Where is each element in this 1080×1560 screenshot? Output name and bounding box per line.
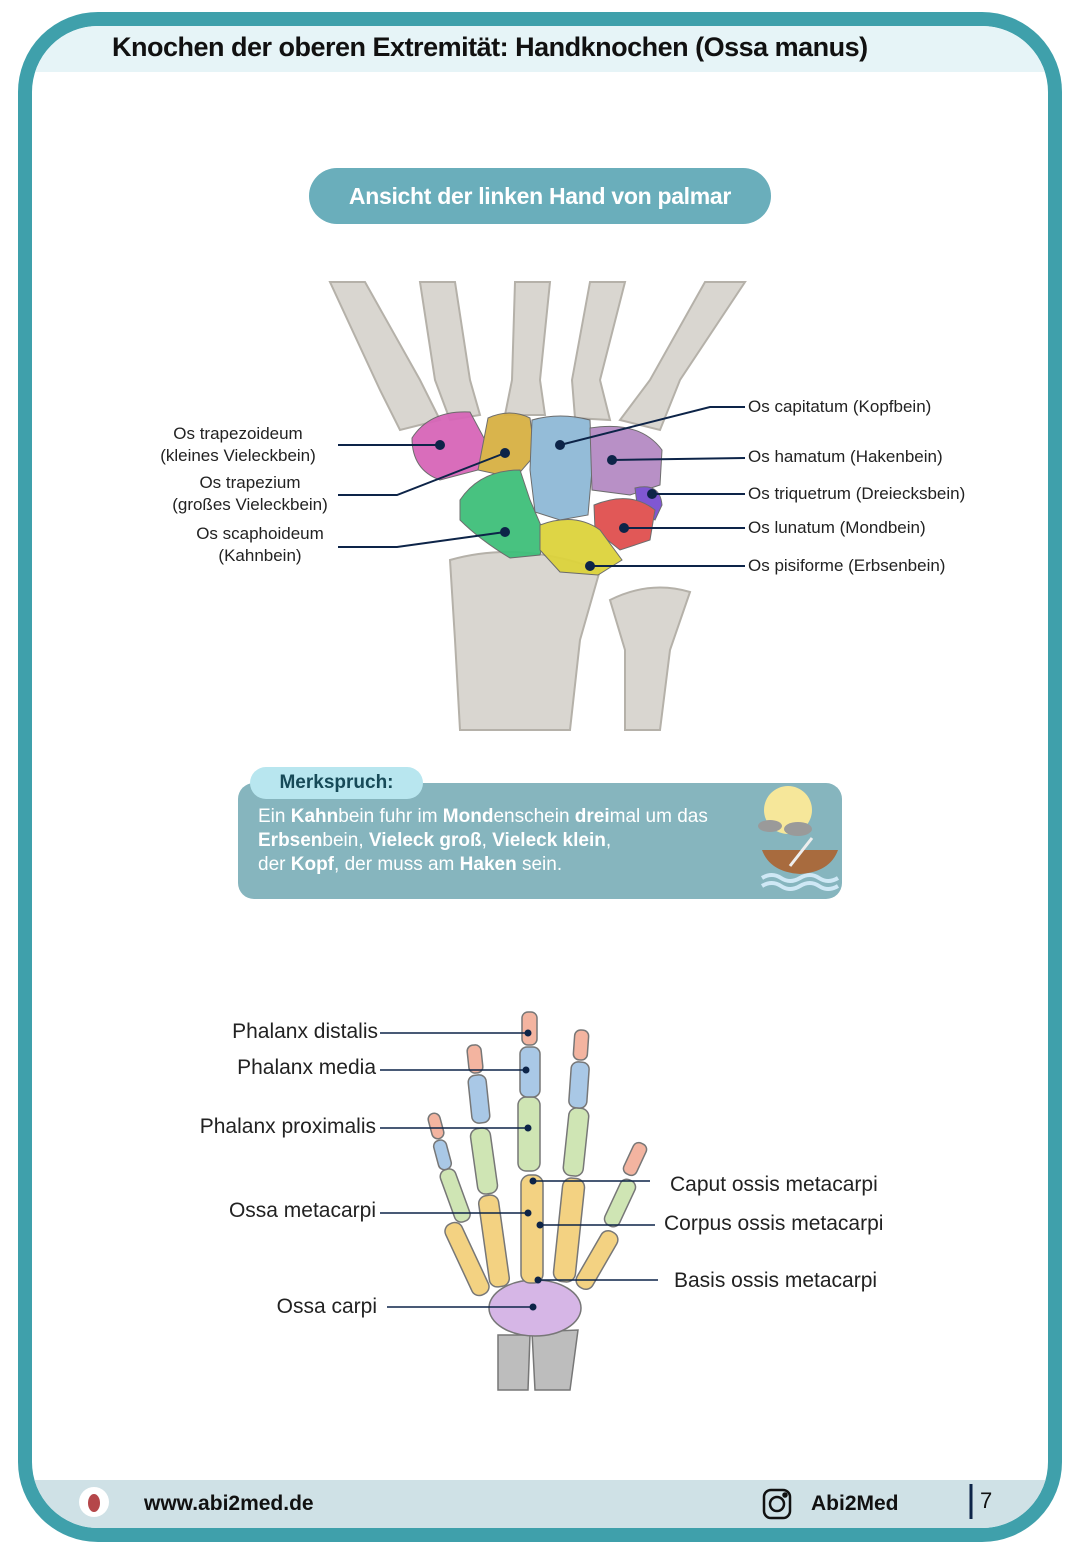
- label-corpus-ossis-metacarpi: Corpus ossis metacarpi: [664, 1212, 884, 1235]
- label-phalanx-distalis: Phalanx distalis: [232, 1020, 378, 1043]
- label-os-scaphoideum: Os scaphoideum (Kahnbein): [180, 523, 340, 567]
- label-line: (großes Vieleckbein): [172, 495, 328, 514]
- mnemonic-segment: sein.: [516, 854, 563, 875]
- mnemonic-segment: bein,: [322, 830, 369, 851]
- label-os-lunatum: Os lunatum (Mondbein): [748, 518, 926, 537]
- mnemonic-segment: Kahn: [290, 806, 339, 827]
- mnemonic-segment: ,: [605, 830, 612, 851]
- mnemonic-segment: Kopf: [290, 854, 335, 875]
- heart-logo-icon: [79, 1487, 109, 1517]
- mnemonic-segment: enschein: [493, 806, 575, 827]
- metacarpal-5: [618, 281, 747, 432]
- label-line: (Kahnbein): [218, 546, 302, 565]
- instagram-handle[interactable]: Abi2Med: [811, 1492, 899, 1515]
- os-capitatum-shape: [529, 415, 593, 521]
- label-phalanx-proximalis: Phalanx proximalis: [199, 1115, 376, 1138]
- label-os-pisiforme: Os pisiforme (Erbsenbein): [748, 556, 946, 575]
- label-caput-ossis-metacarpi: Caput ossis metacarpi: [670, 1173, 878, 1196]
- label-line: Os trapezium: [199, 473, 301, 492]
- label-basis-ossis-metacarpi: Basis ossis metacarpi: [674, 1269, 878, 1292]
- mnemonic-segment: der: [258, 854, 291, 875]
- label-os-hamatum: Os hamatum (Hakenbein): [748, 447, 943, 466]
- ulna: [608, 586, 692, 731]
- os-trapezium-shape: [477, 412, 536, 479]
- label-line: Os trapezoideum: [173, 424, 303, 443]
- mnemonic-segment: mal um das: [609, 806, 708, 827]
- mnemonic-segment: ,: [481, 830, 493, 851]
- metacarpal-4: [570, 281, 627, 422]
- mnemonic-segment: Vieleck klein: [492, 830, 606, 851]
- page-number: 7: [980, 1488, 993, 1513]
- mnemonic-segment: Mond: [442, 806, 494, 827]
- os-pisiforme-shape: [539, 519, 623, 576]
- view-label: Ansicht der linken Hand von palmar: [309, 168, 771, 224]
- label-os-capitatum: Os capitatum (Kopfbein): [748, 397, 932, 416]
- mnemonic-segment: bein fuhr im: [338, 806, 443, 827]
- label-phalanx-media: Phalanx media: [237, 1056, 376, 1079]
- label-os-triquetrum: Os triquetrum (Dreiecksbein): [748, 484, 966, 503]
- mnemonic-segment: Haken: [459, 854, 517, 875]
- website-link[interactable]: www.abi2med.de: [144, 1492, 314, 1515]
- mnemonic-segment: Ein: [258, 806, 291, 827]
- footer-band: [32, 1480, 1048, 1528]
- mnemonic-text: Ein Kahnbein fuhr im Mondenschein dreima…: [258, 805, 708, 877]
- label-os-trapezium: Os trapezium (großes Vieleckbein): [160, 472, 340, 516]
- mnemonic-segment: Vieleck groß: [368, 830, 482, 851]
- metacarpal-3: [503, 281, 552, 416]
- label-ossa-metacarpi: Ossa metacarpi: [228, 1199, 376, 1222]
- mnemonic-title: Merkspruch:: [250, 767, 423, 799]
- label-line: Os scaphoideum: [196, 524, 324, 543]
- header-band: Knochen der oberen Extremität: Handknoch…: [32, 26, 1048, 72]
- page-title: Knochen der oberen Extremität: Handknoch…: [112, 32, 868, 62]
- label-ossa-carpi: Ossa carpi: [276, 1295, 377, 1318]
- mnemonic-box: [238, 783, 842, 899]
- mnemonic-segment: Erbsen: [258, 830, 323, 851]
- mnemonic-segment: drei: [574, 806, 610, 827]
- label-line: (kleines Vieleckbein): [160, 446, 316, 465]
- mnemonic-segment: , der muss am: [334, 854, 460, 875]
- label-os-trapezoideum: Os trapezoideum (kleines Vieleckbein): [140, 423, 336, 467]
- metacarpal-2: [418, 281, 482, 422]
- instagram-icon: [762, 1488, 792, 1520]
